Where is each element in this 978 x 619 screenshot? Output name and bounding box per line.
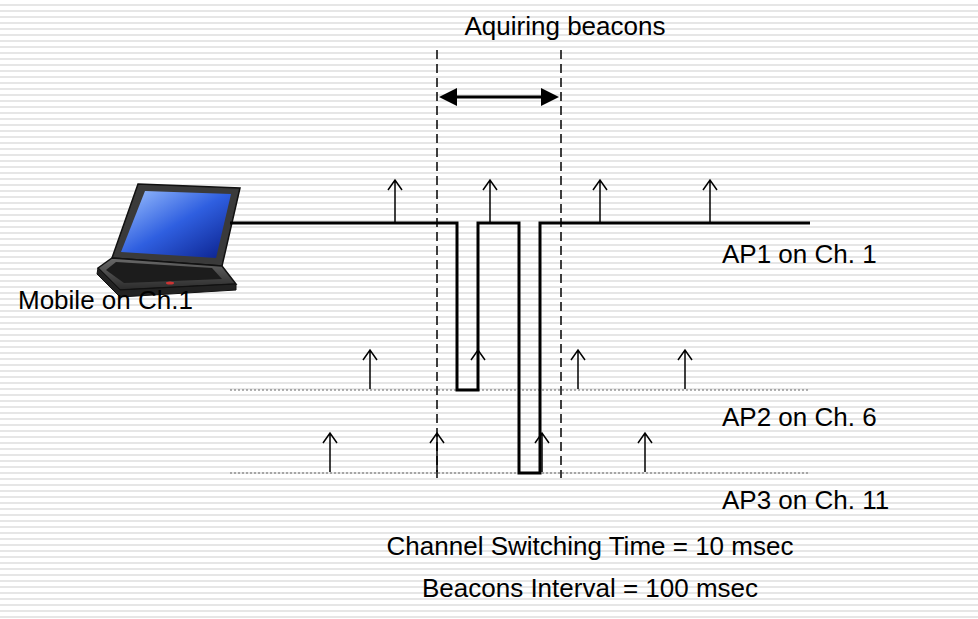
window-line — [436, 50, 438, 478]
laptop-icon — [97, 184, 240, 297]
span-arrow — [439, 88, 559, 106]
bracket-label: Aquiring beacons — [465, 12, 666, 42]
channel-label: AP2 on Ch. 6 — [722, 403, 877, 433]
beacon-arrows — [323, 180, 717, 472]
parameter-note: Channel Switching Time = 10 msec — [387, 532, 794, 562]
parameter-note: Beacons Interval = 100 msec — [422, 574, 758, 604]
window-line — [560, 50, 562, 478]
device-label: Mobile on Ch.1 — [18, 286, 193, 316]
channel-label: AP1 on Ch. 1 — [722, 240, 877, 270]
channel-label: AP3 on Ch. 11 — [722, 486, 889, 516]
